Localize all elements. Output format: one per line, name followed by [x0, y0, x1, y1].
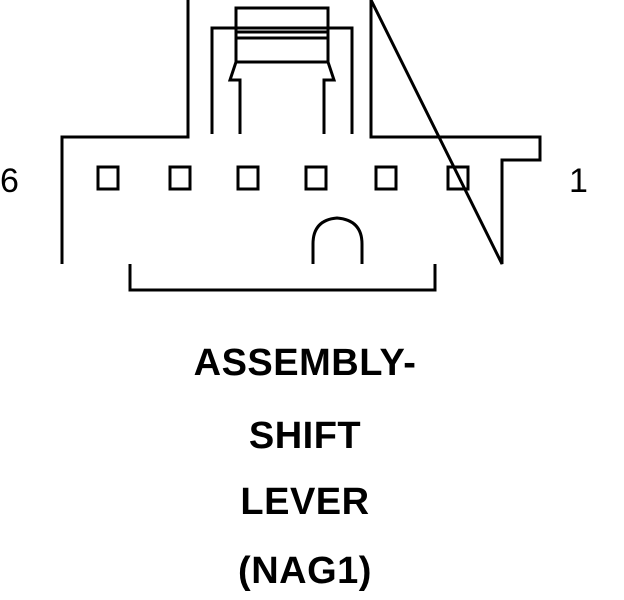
pin-cavity-5 — [168, 165, 192, 191]
pin-cavity-2 — [374, 165, 398, 191]
pin-label-left: 6 — [0, 162, 19, 200]
base-plate — [128, 264, 437, 292]
pin-cavity-6 — [96, 165, 120, 191]
pin-cavity-3 — [304, 165, 328, 191]
latch-arm-right — [322, 38, 337, 134]
caption-line-3: LEVER — [240, 481, 370, 523]
pin-label-right: 1 — [569, 162, 588, 200]
pin-cavity-4 — [236, 165, 260, 191]
polarizing-key — [311, 216, 364, 264]
locking-tab-frame — [210, 26, 354, 134]
caption-line-2: SHIFT — [248, 415, 362, 457]
latch-arm-left — [227, 38, 242, 134]
caption-line-4: (NAG1) — [238, 550, 372, 592]
latch-block — [234, 6, 330, 34]
pin-cavity-1 — [446, 165, 470, 191]
connector-body — [60, 0, 542, 265]
caption-line-1: ASSEMBLY- — [193, 342, 417, 384]
